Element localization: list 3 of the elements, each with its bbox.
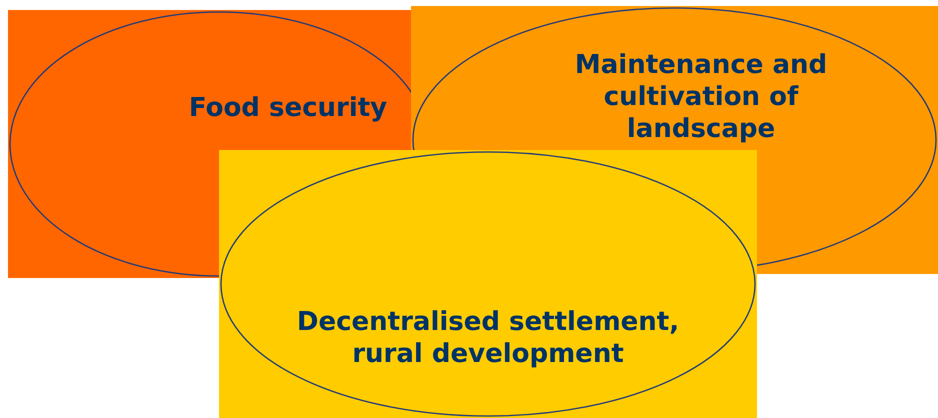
panel-title: Decentralised settlement, rural development xyxy=(296,306,680,370)
panel-title: Maintenance and cultivation of landscape xyxy=(574,49,828,145)
panel-title: Food security xyxy=(188,92,388,124)
